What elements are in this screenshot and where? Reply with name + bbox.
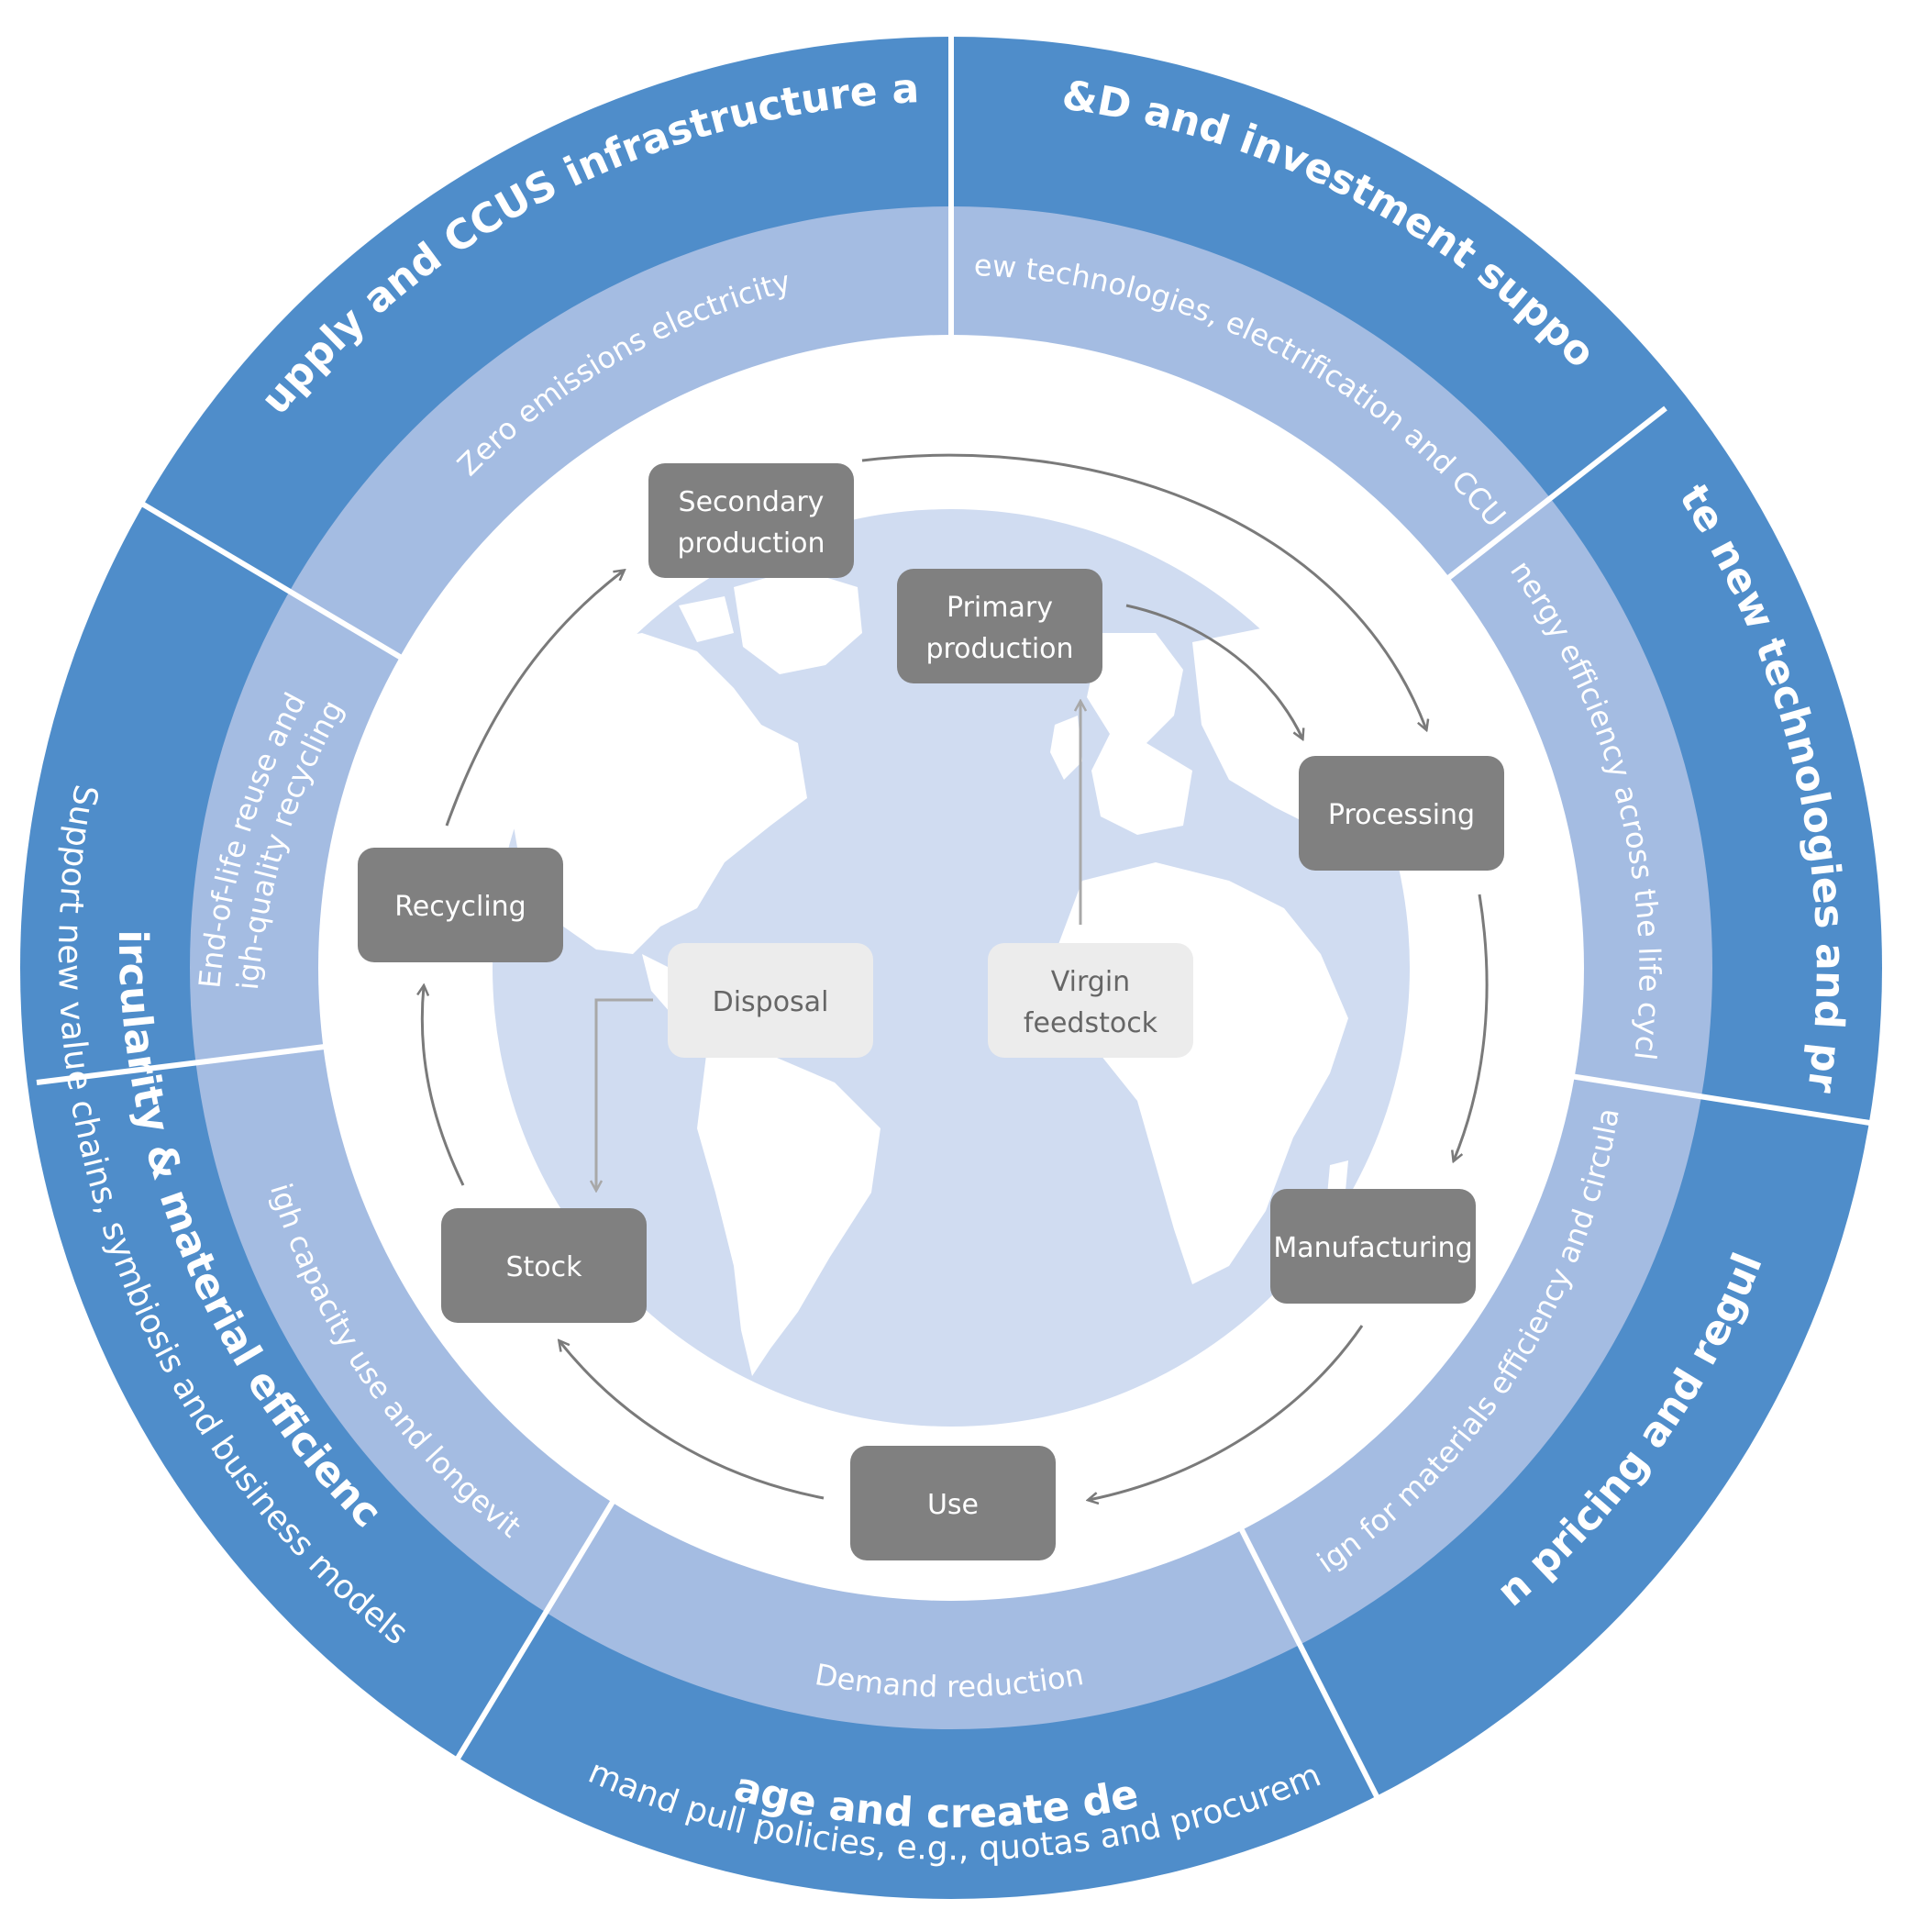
node-secondary-production-label-1: Secondary [679,486,825,518]
node-manufacturing-label: Manufacturing [1273,1232,1472,1264]
arrow-processing-to-manufacturing [1454,894,1489,1160]
node-virgin-feedstock-label-2: feedstock [1024,1007,1158,1039]
node-primary-production-label-1: Primary [947,592,1053,624]
arrow-use-to-stock [559,1341,825,1500]
node-manufacturing[interactable]: Manufacturing [1270,1189,1476,1304]
arrow-disposal-to-stock [596,998,653,1190]
node-use-label: Use [927,1489,979,1521]
node-disposal-label: Disposal [713,986,829,1018]
arrow-stock-to-recycling [422,986,465,1186]
node-virgin-feedstock-label-1: Virgin [1051,966,1130,998]
node-recycling-label: Recycling [394,891,526,923]
arrow-primary-to-processing [1125,604,1302,738]
node-stock-label: Stock [505,1251,582,1283]
node-secondary-production[interactable]: Secondary production [648,463,854,578]
node-recycling[interactable]: Recycling [358,848,563,962]
node-virgin-feedstock[interactable]: Virgin feedstock [988,943,1193,1058]
node-primary-production[interactable]: Primary production [897,569,1102,683]
arrow-secondary-to-processing [861,453,1426,729]
node-use[interactable]: Use [850,1446,1056,1560]
node-disposal[interactable]: Disposal [668,943,873,1058]
arrow-recycling-to-secondary [445,571,624,827]
segment-dividers [36,37,1877,1818]
feed-arrows [596,702,1080,1190]
cycle-arrows [422,453,1489,1500]
node-processing[interactable]: Processing [1299,756,1504,871]
arrow-manufacturing-to-use [1089,1325,1364,1500]
node-stock[interactable]: Stock [441,1208,647,1323]
node-secondary-production-label-2: production [677,527,825,560]
node-processing-label: Processing [1328,799,1475,831]
node-primary-production-label-2: production [925,633,1073,665]
